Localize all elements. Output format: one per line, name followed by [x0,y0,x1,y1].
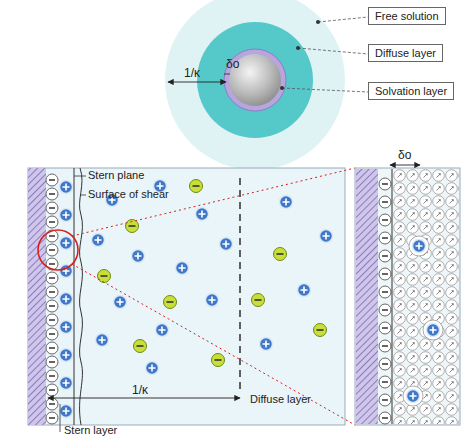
zoom-line [72,264,355,425]
leader-dot [316,20,320,24]
part-label: δo [226,57,239,71]
diffuse-anions [98,180,327,367]
part-label: Stern plane [88,169,144,181]
shear-surface-line [80,168,83,425]
zoom-line [72,168,355,236]
part-label: Surface of shear [88,188,169,200]
solvation-plane-line [392,169,393,424]
solvation-ring [224,49,286,111]
thickness-arrow [390,165,420,166]
layer-label-box: Solvation layer [368,82,454,100]
part-label: 1/κ [184,66,200,80]
debye-length-arrow [168,82,226,83]
leader-lines [282,17,368,92]
leader-dot [280,86,284,90]
panel [28,168,345,425]
stern-plane-line [74,168,75,425]
leader-line [60,404,61,432]
part-label: 1/κ [132,383,148,397]
part-label: δo [398,148,411,162]
surface-charges [46,174,58,424]
stern-cations [60,181,73,418]
free-solution-ring [165,0,345,170]
leader-line [282,88,368,92]
leader-dots [280,20,320,90]
layer-label-box: Free solution [368,7,446,25]
charged-wall [28,168,46,425]
solvent-molecules [393,169,459,424]
particle-figure [165,0,345,170]
leader-line [81,195,86,196]
box-text: Diffuse layer [375,47,436,59]
part-label: Stern layer [64,424,117,436]
debye-length-arrow [48,398,240,399]
thickness-mark [224,74,230,75]
diffuse-cations [92,180,333,375]
layer-label-box: Diffuse layer [368,44,443,62]
surface-charges [379,178,391,424]
zoom-panel [355,168,460,425]
leader-dot [296,46,300,50]
solvated-cations [403,236,443,406]
charged-wall [356,169,378,424]
box-text: Free solution [375,10,439,22]
part-label: Diffuse layer [250,393,311,405]
diffuse-ring [197,22,313,138]
leader-line [318,17,368,22]
diffuse-boundary [239,178,240,392]
leader-line [298,48,368,54]
leader-line [74,176,86,177]
box-text: Solvation layer [375,85,447,97]
